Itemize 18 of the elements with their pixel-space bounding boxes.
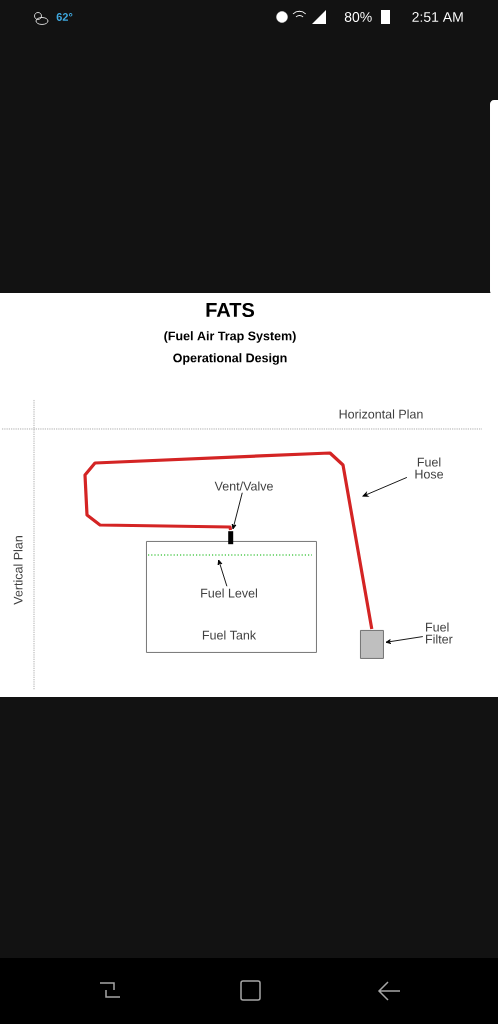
- part-label: Vent/Valve: [214, 481, 273, 491]
- axis-label: Horizontal Plan: [339, 409, 423, 419]
- leader-line: [385, 636, 424, 644]
- leader-line: [231, 492, 243, 530]
- leader-line: [217, 559, 228, 587]
- subtitle: Operational Design: [173, 353, 287, 365]
- status-text: 62°: [56, 13, 73, 21]
- status-text: 2:51 AM: [412, 12, 463, 22]
- part-label: Fuel Filter: [426, 622, 453, 644]
- axis-label: Vertical Plan: [13, 536, 23, 605]
- status-text: 80%: [344, 12, 372, 22]
- subtitle: (Fuel Air Trap System): [164, 331, 296, 343]
- fuel-hose: [83, 451, 374, 630]
- leader-line: [362, 476, 408, 497]
- title: FATS: [206, 302, 255, 318]
- part-label: Fuel Level: [201, 588, 257, 598]
- fuel-filter: [360, 630, 384, 659]
- part-label: Fuel Hose: [415, 457, 444, 479]
